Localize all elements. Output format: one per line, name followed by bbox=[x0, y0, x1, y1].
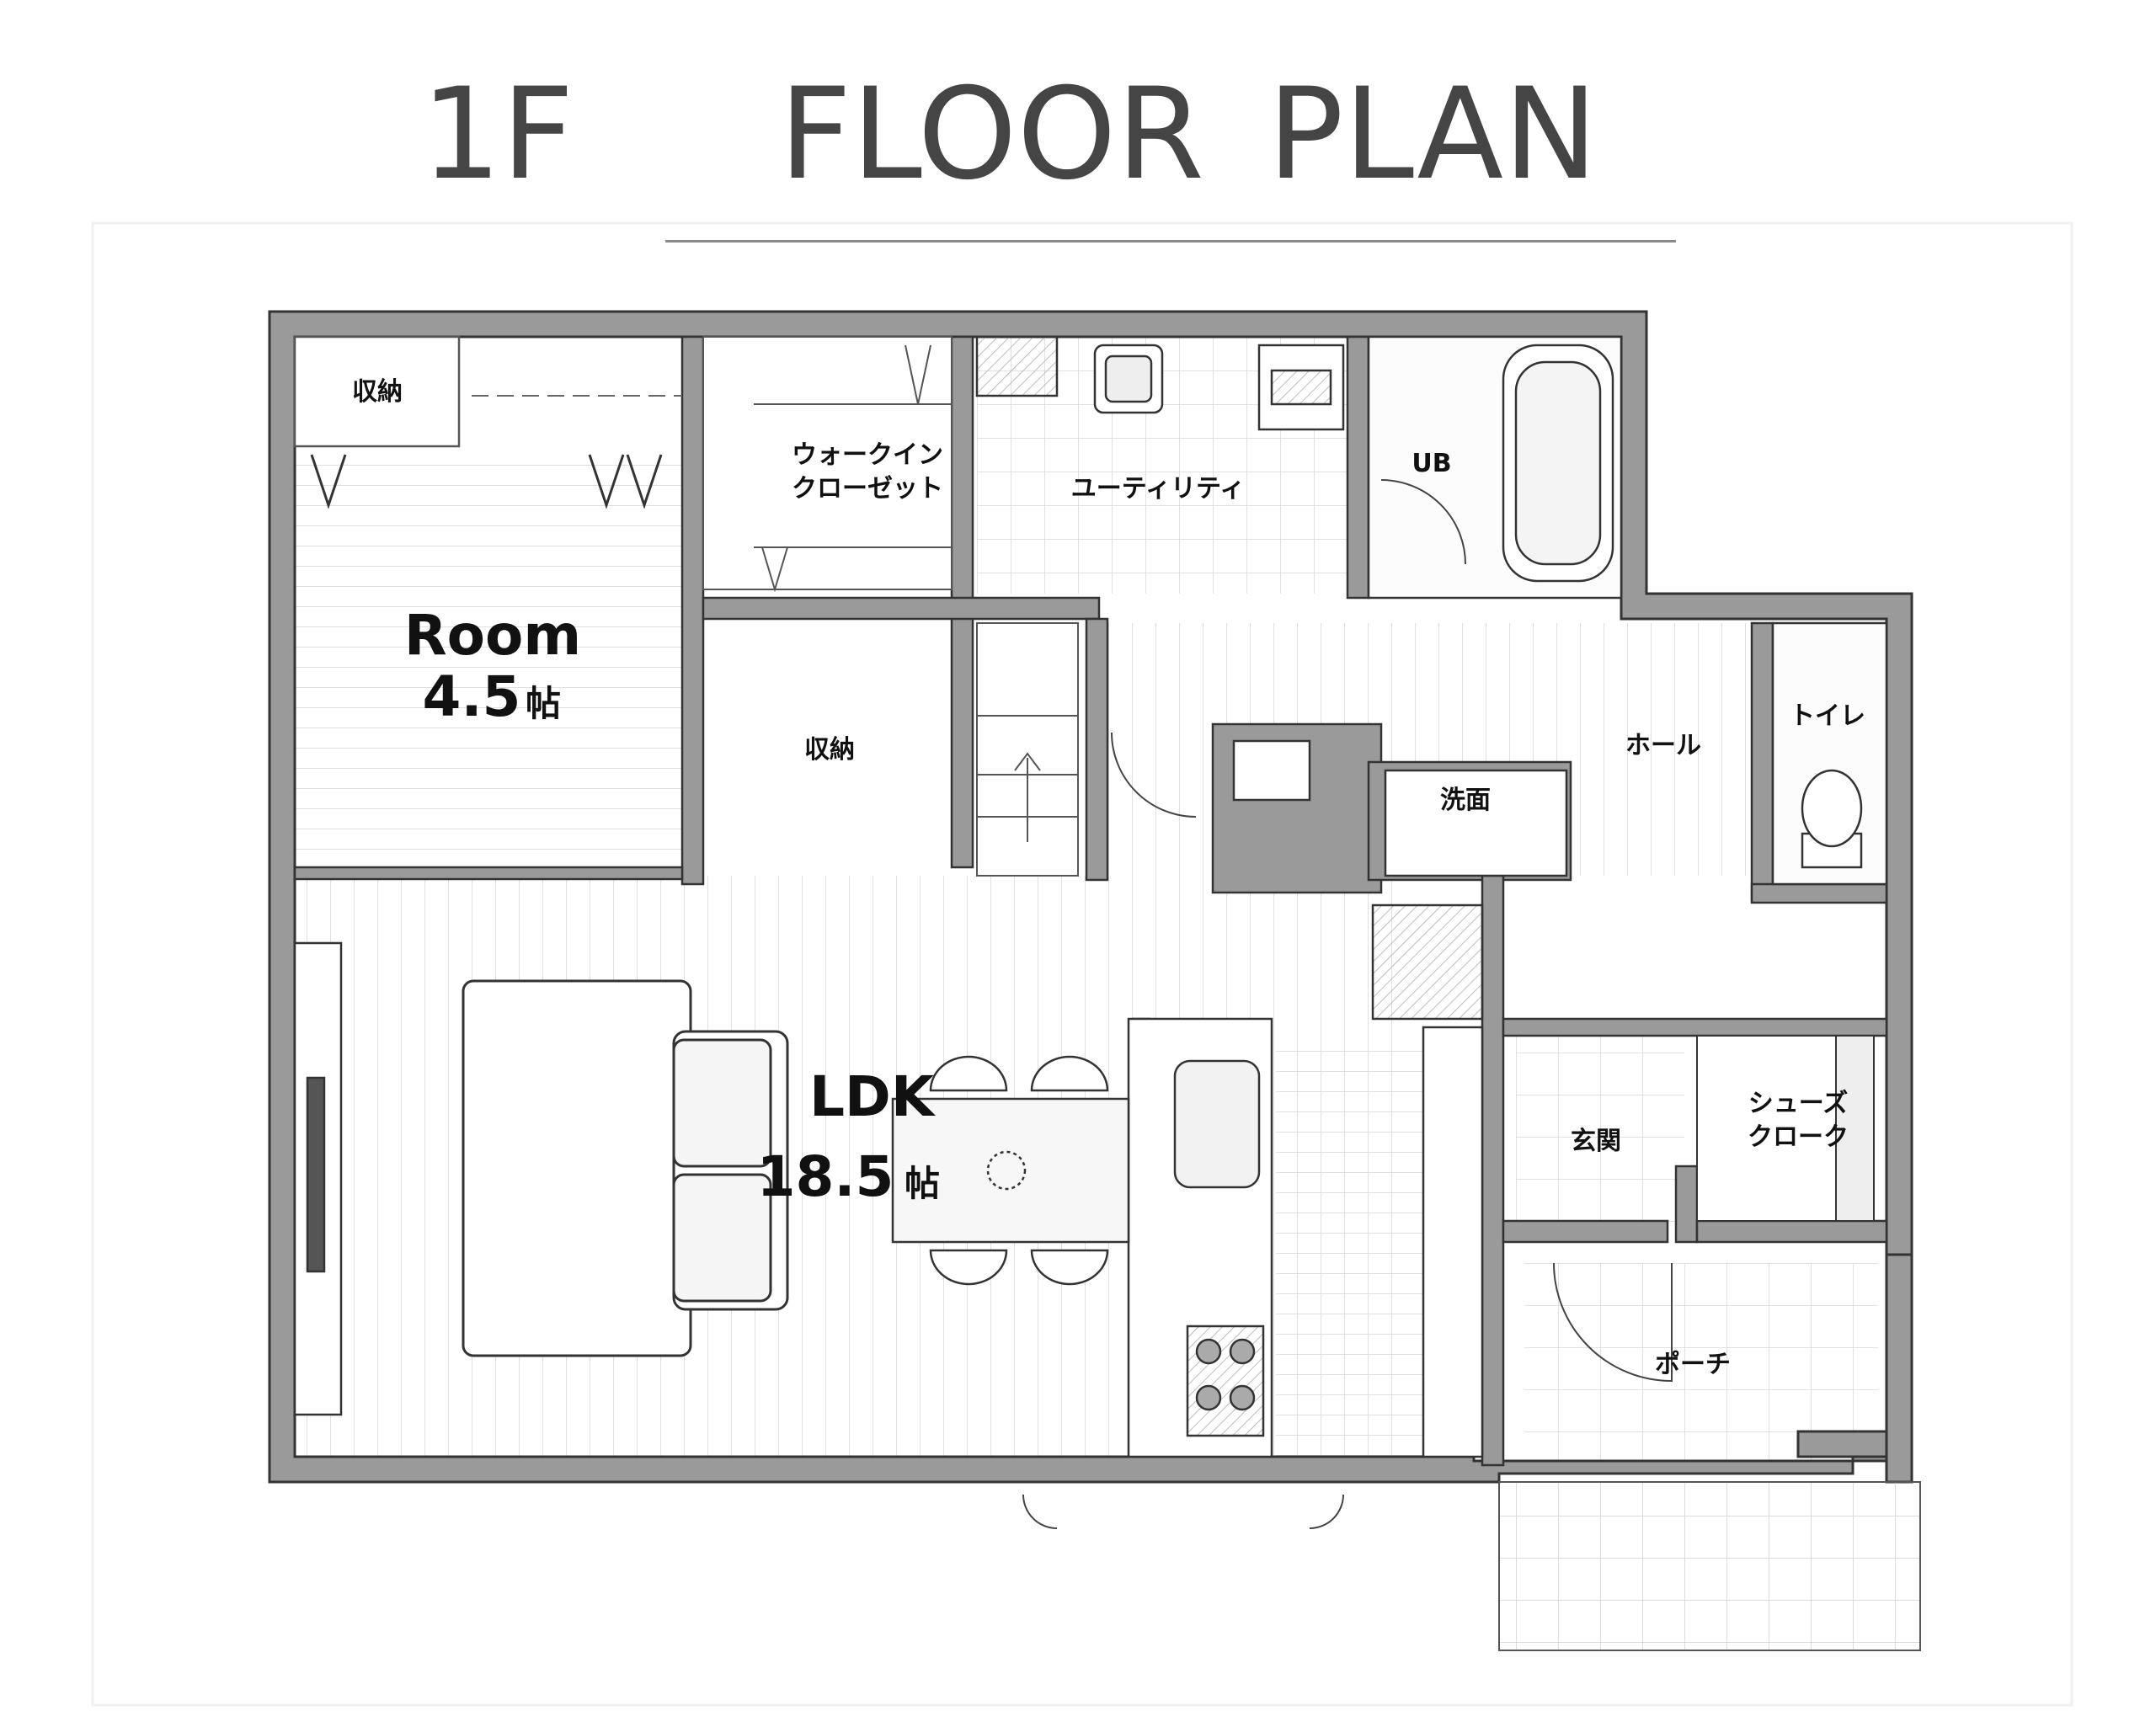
door-swings bbox=[1022, 1262, 1673, 1529]
label-walk-in-closet-1: ウォークイン bbox=[792, 440, 943, 470]
storage-top-left bbox=[293, 335, 682, 509]
dining-set bbox=[891, 1055, 1130, 1286]
utility-fixtures bbox=[975, 335, 1345, 431]
title-floor: 1F bbox=[421, 61, 574, 208]
stairs bbox=[976, 622, 1079, 877]
porch-extension bbox=[1498, 1481, 1921, 1651]
title-plan-word: PLAN bbox=[1267, 61, 1598, 208]
label-room-name: Room bbox=[404, 603, 581, 668]
label-unit-bath: UB bbox=[1412, 449, 1451, 478]
label-walk-in-closet-2: クローゼット bbox=[792, 474, 943, 504]
room-labels: 収納 Room 4.5 帖 ウォークイン クローゼット ユーティリティ UB 収… bbox=[352, 377, 1865, 1379]
label-toilet: トイレ bbox=[1790, 701, 1865, 731]
unit-bath bbox=[1367, 335, 1623, 600]
kitchen-counter bbox=[1127, 1017, 1484, 1458]
label-washroom: 洗面 bbox=[1440, 786, 1491, 815]
paper-border bbox=[91, 221, 2073, 1707]
shoe-closet bbox=[1696, 1035, 1875, 1222]
tv-stand bbox=[293, 941, 343, 1416]
label-ldk-name: LDK bbox=[809, 1064, 937, 1129]
label-entrance: 玄関 bbox=[1571, 1127, 1621, 1156]
label-hall: ホール bbox=[1625, 731, 1701, 760]
label-ldk-size: 18.5 bbox=[757, 1144, 894, 1209]
label-storage-middle: 収納 bbox=[804, 735, 855, 765]
label-storage-top: 収納 bbox=[352, 377, 403, 407]
toilet-fixture bbox=[1771, 621, 1888, 886]
label-ldk-unit: 帖 bbox=[905, 1163, 940, 1204]
label-utility: ユーティリティ bbox=[1071, 474, 1245, 504]
sofa bbox=[462, 979, 789, 1357]
label-shoe-closet-1: シューズ bbox=[1748, 1089, 1849, 1118]
walk-in-closet-shelving bbox=[702, 336, 953, 593]
title-floor-word: FLOOR bbox=[779, 61, 1204, 208]
fridge bbox=[1371, 903, 1484, 1021]
label-room-size: 4.5 bbox=[423, 664, 521, 729]
page-title: 1F FLOOR PLAN bbox=[0, 59, 2156, 211]
label-porch: ポーチ bbox=[1655, 1350, 1731, 1379]
title-underline bbox=[665, 240, 1676, 243]
porch-walls bbox=[1796, 1253, 1913, 1484]
label-room-unit: 帖 bbox=[526, 683, 561, 724]
label-shoe-closet-2: クローク bbox=[1748, 1122, 1849, 1152]
washroom-vanity bbox=[1111, 732, 1568, 877]
